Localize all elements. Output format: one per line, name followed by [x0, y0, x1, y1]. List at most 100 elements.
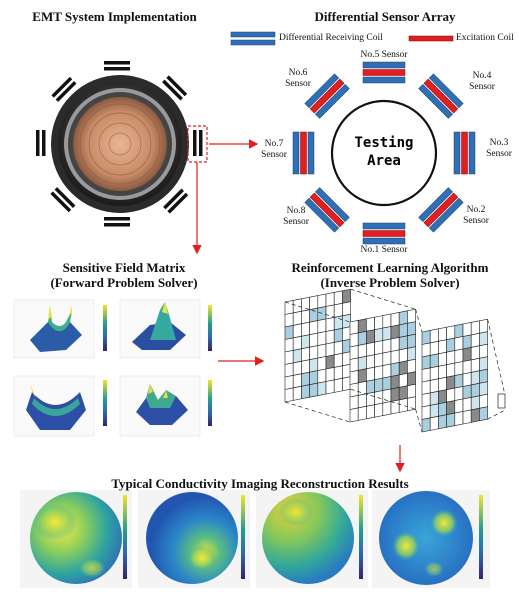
grid-cell [421, 367, 431, 383]
grid-cell [454, 398, 464, 414]
grid-cell [462, 384, 472, 400]
field-plot-3 [13, 375, 107, 437]
grid-cell [421, 417, 431, 433]
sensor-8 [304, 187, 350, 233]
grid-cell [446, 325, 456, 341]
projection-line [487, 319, 506, 396]
grid-cell [438, 414, 447, 430]
grid-cell [325, 379, 335, 395]
rl-grid-stack [284, 288, 506, 433]
grid-cell [454, 361, 464, 376]
excitation-coil [423, 192, 459, 228]
grid-cell [390, 324, 400, 340]
grid-cell [357, 318, 367, 334]
grid-cell [470, 407, 480, 423]
grid-cell [284, 362, 294, 378]
rl-grid-3 [421, 318, 488, 433]
grid-cell [284, 387, 294, 403]
grid-cell [292, 348, 302, 364]
excitation-coil [461, 131, 468, 175]
grid-cell [382, 351, 392, 366]
grid-cell [317, 368, 327, 384]
grid-cell [301, 334, 310, 350]
result-image-4 [372, 490, 490, 588]
grid-cell [462, 347, 472, 362]
projection-line [415, 409, 423, 433]
result-image-3 [256, 490, 368, 588]
grid-cell [374, 340, 384, 356]
grid-cell [438, 351, 447, 367]
excitation-coil [362, 230, 406, 237]
grid-cell [333, 290, 343, 306]
grid-cell [309, 320, 319, 336]
grid-cell [317, 293, 327, 309]
testing-area-circle [330, 99, 438, 207]
grid-cell [357, 355, 367, 371]
grid-cell [390, 362, 400, 377]
output-cell [497, 393, 506, 409]
legend-receiving-icon [230, 31, 276, 46]
grid-cell [349, 395, 359, 410]
rl-grid-1 [284, 288, 351, 403]
projection-line [487, 409, 506, 420]
sensor-1 [362, 222, 406, 245]
grid-cell [292, 323, 302, 339]
grid-cell [446, 337, 456, 353]
grid-cell [374, 377, 384, 393]
grid-cell [342, 301, 351, 317]
grid-cell [284, 337, 294, 353]
legend-excitation-icon [408, 35, 454, 42]
emt-title: EMT System Implementation [32, 9, 197, 24]
grid-cell [309, 307, 319, 323]
grid-cell [398, 310, 408, 326]
grid-cell [429, 365, 439, 381]
grid-cell [325, 317, 335, 332]
grid-cell [301, 371, 310, 387]
excitation-coil [362, 69, 406, 76]
grid-cell [429, 353, 439, 369]
grid-cell [462, 397, 472, 412]
grid-cell [366, 366, 375, 382]
field-title: Sensitive Field Matrix(Forward Problem S… [50, 260, 198, 290]
grid-cell [349, 370, 359, 385]
grid-cell [292, 385, 302, 401]
sensor-2 [418, 187, 464, 233]
result-image-1 [20, 490, 132, 588]
grid-cell [438, 389, 447, 405]
grid-cell [454, 348, 464, 364]
sensor-6 [304, 73, 350, 119]
receiving-coil [304, 197, 340, 233]
grid-cell [470, 357, 480, 373]
receiving-coil [362, 237, 406, 245]
receiving-coil [304, 73, 340, 109]
legend-receiving-label: Differential Receiving Coil [279, 33, 383, 43]
grid-cell [398, 335, 408, 351]
grid-cell [398, 372, 408, 388]
grid-cell [398, 347, 408, 363]
grid-cell [301, 321, 310, 337]
grid-cell [374, 365, 384, 381]
receiving-coil [292, 131, 300, 175]
grid-cell [446, 400, 456, 416]
receiving-coil [315, 187, 350, 222]
grid-cell [479, 356, 488, 372]
grid-cell [349, 407, 359, 423]
excitation-coil [309, 78, 345, 114]
grid-cell [374, 402, 384, 418]
grid-cell [309, 357, 319, 373]
grid-cell [390, 374, 400, 390]
grid-cell [446, 412, 456, 428]
grid-cell [325, 354, 335, 370]
grid-cell [292, 360, 302, 376]
cable-cross-section [51, 75, 189, 213]
grid-cell [309, 332, 319, 348]
projection-line [350, 388, 416, 410]
grid-cell [292, 310, 302, 326]
grid-cell [470, 320, 480, 336]
grid-cell [407, 333, 416, 349]
grid-cell [284, 375, 294, 390]
grid-cell [382, 338, 392, 354]
